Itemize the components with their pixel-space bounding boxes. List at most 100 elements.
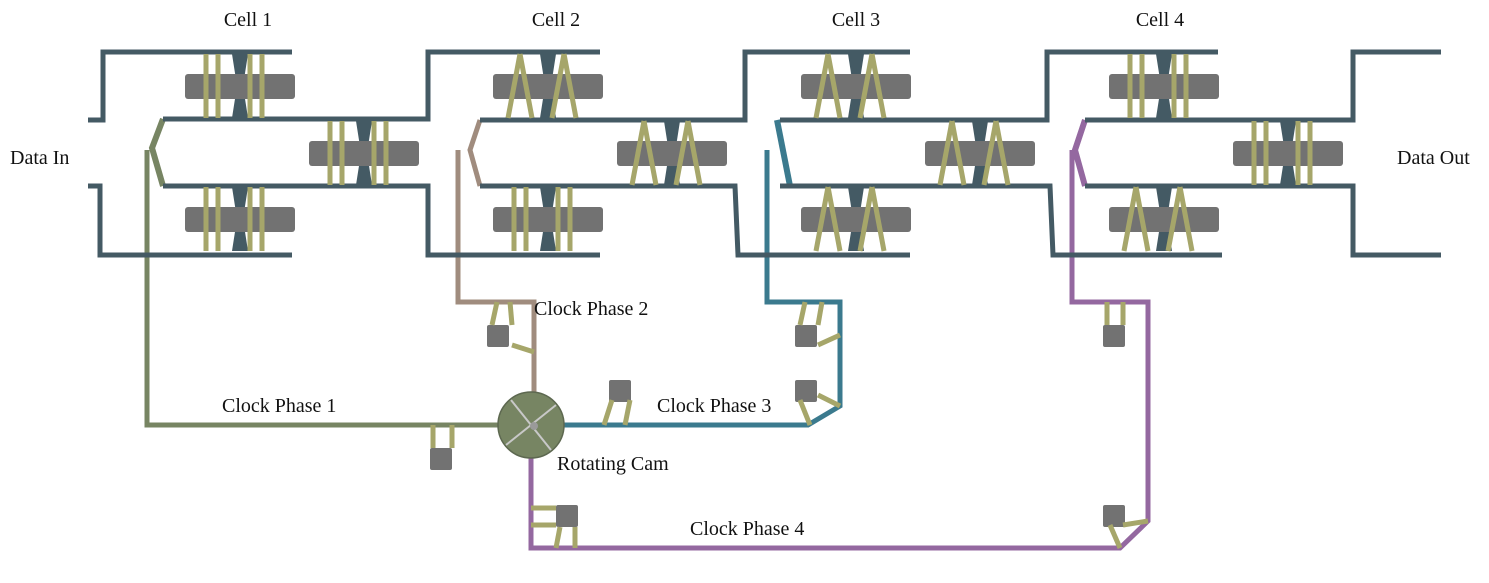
gate-link	[641, 120, 659, 186]
logic-gate	[493, 187, 603, 251]
logic-gate	[925, 120, 1035, 186]
data-out-label: Data Out	[1397, 147, 1470, 169]
pivot-link	[601, 399, 615, 426]
data-rail	[780, 183, 1222, 258]
clock-phase-1-rod	[144, 150, 500, 428]
logic-gate	[309, 121, 419, 185]
gate-block	[617, 141, 727, 166]
data-rail	[1085, 49, 1441, 123]
gate-link	[869, 186, 887, 252]
phase-4-wedge	[1071, 119, 1088, 187]
clock-phase-linkages	[144, 117, 1151, 551]
cam-divider	[530, 404, 557, 426]
clock-phase-4-label: Clock Phase 4	[690, 518, 804, 540]
data-rail	[163, 49, 600, 122]
pivot-link	[816, 332, 842, 348]
data-rail	[88, 183, 292, 258]
clock-phase-2-label: Clock Phase 2	[534, 298, 648, 320]
data-rail	[480, 49, 910, 123]
logic-gate	[185, 187, 295, 251]
cell-4-label: Cell 4	[1136, 9, 1184, 31]
cell-2-label: Cell 2	[532, 9, 580, 31]
clock-anchor	[487, 325, 509, 347]
logic-gate	[617, 120, 727, 186]
gate-link	[561, 53, 579, 119]
anchor-block	[795, 325, 817, 347]
anchor-block	[609, 380, 631, 402]
data-rail	[780, 49, 1218, 123]
logic-gate	[801, 53, 911, 119]
gate-link	[993, 120, 1011, 186]
clock-anchor	[430, 448, 452, 470]
data-rail	[163, 183, 600, 258]
data-rails	[88, 49, 1441, 258]
clock-anchor	[795, 380, 817, 402]
pivot-link	[815, 301, 825, 326]
pivot-link	[622, 399, 633, 426]
cell-1-label: Cell 1	[224, 9, 272, 31]
cam-divider	[510, 399, 532, 426]
data-rail	[88, 49, 292, 123]
clock-anchors	[430, 301, 1149, 549]
pivot-link	[797, 301, 808, 326]
gate-block	[185, 74, 295, 99]
gate-link	[857, 53, 875, 119]
anchor-block	[430, 448, 452, 470]
pivot-link	[1122, 518, 1149, 528]
gate-link	[1165, 186, 1183, 252]
gate-link	[629, 120, 647, 186]
rotating-cam	[497, 391, 565, 459]
logic-gate	[1233, 121, 1343, 185]
gate-link	[1177, 186, 1195, 252]
gate-link	[981, 120, 999, 186]
clock-anchor	[795, 325, 817, 347]
gate-link	[869, 53, 887, 119]
anchor-block	[795, 380, 817, 402]
logic-gate	[493, 53, 603, 119]
clock-phase-1-label: Clock Phase 1	[222, 395, 336, 417]
anchor-block	[1103, 505, 1125, 527]
gate-link	[673, 120, 691, 186]
pivot-link	[553, 526, 563, 549]
anchor-block	[556, 505, 578, 527]
gate-link	[857, 186, 875, 252]
gate-block	[1233, 141, 1343, 166]
phase-3-wedge	[774, 119, 793, 187]
gate-block	[493, 207, 603, 232]
gate-block	[185, 207, 295, 232]
cam-hub	[530, 422, 538, 430]
clock-phase-3-label: Clock Phase 3	[657, 395, 771, 417]
gate-link	[505, 53, 523, 119]
gate-block	[493, 74, 603, 99]
gate-link	[1121, 186, 1139, 252]
logic-cells	[185, 53, 1343, 252]
logic-gate	[185, 54, 295, 118]
pivot-link	[797, 399, 813, 426]
gate-link	[813, 186, 831, 252]
clock-anchor	[609, 380, 631, 402]
pivot-link	[816, 392, 842, 409]
pivot-link	[489, 301, 500, 326]
gate-link	[1133, 186, 1151, 252]
gate-link	[549, 53, 567, 119]
phase-1-wedge	[148, 117, 166, 187]
rotating-cam-label: Rotating Cam	[557, 453, 669, 475]
logic-gate	[1109, 186, 1219, 252]
gate-link	[949, 120, 967, 186]
gate-link	[517, 53, 535, 119]
clock-anchor	[1103, 325, 1125, 347]
gate-block	[1109, 207, 1219, 232]
data-rail	[480, 183, 910, 258]
data-rail	[1085, 183, 1441, 258]
pivot-link	[507, 301, 515, 326]
cam-divider	[505, 424, 532, 446]
logic-gate	[1109, 54, 1219, 118]
gate-link	[685, 120, 703, 186]
gate-block	[801, 207, 911, 232]
anchor-block	[1103, 325, 1125, 347]
phase-2-wedge	[467, 119, 483, 187]
clock-anchor	[1103, 505, 1125, 527]
gate-link	[825, 53, 843, 119]
pivot-link	[511, 342, 535, 355]
